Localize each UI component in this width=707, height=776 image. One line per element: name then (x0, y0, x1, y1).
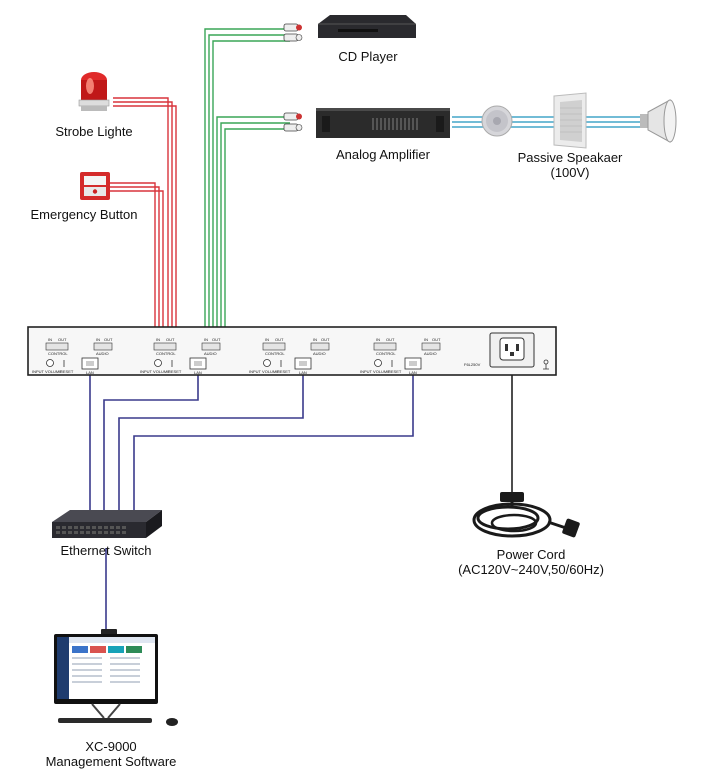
strobe-control-wires (113, 97, 177, 333)
amplifier-icon (283, 108, 450, 138)
ground-icon (543, 359, 549, 370)
ethernet-switch-label: Ethernet Switch (60, 543, 152, 558)
zone-3-audio-label: AUDIO (313, 351, 326, 356)
computer-icon (54, 629, 178, 726)
horn-speaker-icon (640, 99, 677, 143)
software-label-line1: XC-9000 (85, 739, 137, 754)
zone-3-volume-label: INPUT VOLUME (249, 369, 279, 374)
zone-4-audio-in-label: IN (424, 337, 428, 342)
zone-4-control-terminal (373, 342, 397, 351)
switch-icon (52, 510, 162, 538)
zone-4-volume-knob (374, 359, 382, 367)
strobe-light-label: Strobe Lighte (55, 124, 133, 139)
emergency-button-label: Emergency Button (30, 207, 138, 222)
zone-module-3: IN OUT CONTROL IN OUT AUDIO INPUT VOLUME… (249, 337, 330, 375)
zone-2-control-terminal (153, 342, 177, 351)
zone-1-lan-label: LAN (86, 370, 94, 375)
power-cord-icon (472, 492, 580, 538)
zone-module-4: IN OUT CONTROL IN OUT AUDIO INPUT VOLUME… (360, 337, 441, 375)
power-cord-label-line2: (AC120V~240V,50/60Hz) (458, 562, 604, 577)
zone-3-volume-knob (263, 359, 271, 367)
zone-3-control-in-label: IN (265, 337, 269, 342)
zone-3-audio-out-label: OUT (321, 337, 330, 342)
main-unit-panel (27, 326, 557, 376)
emergency-control-wires (110, 182, 164, 333)
zone-3-control-out-label: OUT (275, 337, 284, 342)
strobe-light-icon (78, 72, 110, 111)
zone-4-reset-label: RESET (388, 369, 402, 374)
zone-4-control-label: CONTROL (376, 351, 396, 356)
power-inlet-icon (489, 332, 535, 368)
ceiling-speaker-icon (481, 105, 513, 137)
zone-1-reset-label: RESET (60, 369, 74, 374)
zone-1-audio-in-label: IN (96, 337, 100, 342)
zone-1-control-in-label: IN (48, 337, 52, 342)
zone-4-audio-out-label: OUT (432, 337, 441, 342)
zone-3-control-label: CONTROL (265, 351, 285, 356)
analog-amplifier-label: Analog Amplifier (336, 147, 430, 162)
speaker-wires (452, 116, 640, 128)
wall-speaker-icon (553, 92, 587, 149)
zone-2-lan-label: LAN (194, 370, 202, 375)
emergency-button-icon (80, 172, 110, 200)
passive-speaker-label-line1: Passive Speakaer (517, 150, 623, 165)
zone-2-volume-label: INPUT VOLUME (140, 369, 170, 374)
power-cord-label: Power Cord (AC120V~240V,50/60Hz) (436, 547, 626, 577)
zone-4-volume-label: INPUT VOLUME (360, 369, 390, 374)
zone-3-reset-label: RESET (277, 369, 291, 374)
zone-2-reset-label: RESET (168, 369, 182, 374)
zone-1-volume-knob (46, 359, 54, 367)
zone-1-control-terminal (45, 342, 69, 351)
power-cord-label-line1: Power Cord (496, 547, 566, 562)
zone-2-control-label: CONTROL (156, 351, 176, 356)
zone-2-audio-in-label: IN (204, 337, 208, 342)
zone-2-audio-terminal (201, 342, 221, 351)
zone-4-lan-label: LAN (409, 370, 417, 375)
cd-player-label: CD Player (338, 49, 398, 64)
zone-3-audio-terminal (310, 342, 330, 351)
zone-module-1: IN OUT CONTROL IN OUT AUDIO INPUT VOLUME… (32, 337, 113, 375)
zone-4-control-in-label: IN (376, 337, 380, 342)
cd-player-icon (283, 15, 416, 42)
zone-1-audio-label: AUDIO (96, 351, 109, 356)
zone-4-audio-label: AUDIO (424, 351, 437, 356)
fuse-label: F6L250V (464, 362, 481, 367)
zone-2-volume-knob (154, 359, 162, 367)
zone-3-audio-in-label: IN (313, 337, 317, 342)
software-label: XC-9000 Management Software (26, 739, 196, 769)
zone-3-lan-label: LAN (299, 370, 307, 375)
zone-2-audio-out-label: OUT (212, 337, 221, 342)
passive-speaker-label: Passive Speakaer (100V) (500, 150, 640, 180)
zone-2-audio-label: AUDIO (204, 351, 217, 356)
zone-2-control-in-label: IN (156, 337, 160, 342)
zone-3-control-terminal (262, 342, 286, 351)
network-wires (89, 372, 414, 632)
zone-1-volume-label: INPUT VOLUME (32, 369, 62, 374)
zone-4-control-out-label: OUT (386, 337, 395, 342)
zone-module-2: IN OUT CONTROL IN OUT AUDIO INPUT VOLUME… (140, 337, 221, 375)
zone-1-audio-out-label: OUT (104, 337, 113, 342)
zone-1-control-out-label: OUT (58, 337, 67, 342)
zone-1-audio-terminal (93, 342, 113, 351)
passive-speaker-label-line2: (100V) (550, 165, 590, 180)
software-label-line2: Management Software (45, 754, 177, 769)
zone-2-control-out-label: OUT (166, 337, 175, 342)
cd-audio-wires (204, 28, 290, 333)
amplifier-audio-wires (216, 116, 290, 333)
zone-4-audio-terminal (421, 342, 441, 351)
zone-1-control-label: CONTROL (48, 351, 68, 356)
